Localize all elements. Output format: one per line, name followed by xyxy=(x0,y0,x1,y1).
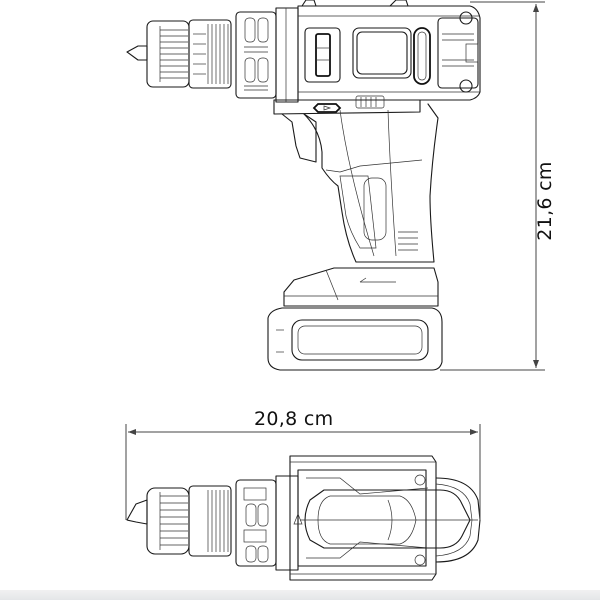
bottom-edge-band xyxy=(0,590,600,600)
height-dimension-line xyxy=(440,1,545,371)
side-view-drill xyxy=(126,0,481,371)
width-dimension-line xyxy=(125,424,481,520)
width-dimension-label: 20,8 cm xyxy=(254,408,334,430)
top-view-drill xyxy=(126,455,481,581)
height-dimension-label: 21,6 cm xyxy=(534,161,556,241)
